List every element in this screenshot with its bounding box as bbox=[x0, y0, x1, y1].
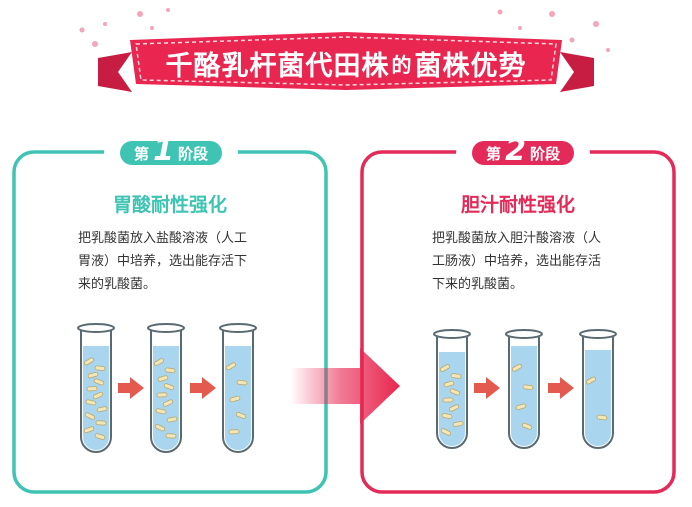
bacterium bbox=[164, 367, 176, 374]
bacterium bbox=[86, 386, 98, 392]
bacterium bbox=[441, 412, 453, 420]
tube-glass bbox=[222, 328, 254, 453]
bacterium bbox=[448, 404, 460, 412]
bacterium bbox=[94, 433, 106, 440]
bacterium bbox=[166, 416, 178, 423]
bacterium bbox=[155, 408, 167, 415]
bacterium bbox=[521, 422, 533, 430]
test-tube bbox=[147, 323, 185, 453]
bacterium bbox=[522, 384, 534, 391]
bacterium bbox=[85, 399, 97, 406]
stage-2-title: 胆汁耐性强化 bbox=[460, 194, 575, 216]
bacterium bbox=[226, 362, 236, 371]
bacterium bbox=[163, 383, 175, 391]
stage-2-description: 把乳酸菌放入胆汁酸溶液（人 工肠液）中培养，选出能存活 下来的乳酸菌。 bbox=[432, 227, 652, 296]
stage-2-label: 第 2 阶段 bbox=[456, 133, 590, 168]
tube-rim bbox=[433, 329, 471, 339]
stage-1-title: 胃酸耐性强化 bbox=[112, 194, 227, 216]
bacterium bbox=[450, 373, 462, 379]
tube-rim bbox=[505, 329, 543, 339]
stage-1-label-suffix: 阶段 bbox=[177, 144, 208, 163]
bacterium bbox=[442, 397, 454, 403]
bacterium bbox=[165, 433, 177, 439]
small-arrow bbox=[474, 377, 500, 399]
bacterium bbox=[84, 412, 96, 420]
bacterium bbox=[229, 395, 241, 403]
stage-1-description: 把乳酸菌放入盐酸溶液（人工 胃液）中培养，选出能存活下 来的乳酸菌。 bbox=[78, 227, 298, 296]
stage-2-desc-line-2: 工肠液）中培养，选出能存活 bbox=[432, 254, 602, 269]
test-tube bbox=[219, 323, 257, 453]
stage-2-number: 2 bbox=[505, 133, 526, 168]
tube-glass bbox=[436, 334, 468, 449]
stage-1-number: 1 bbox=[153, 133, 174, 168]
banner-right-tail bbox=[560, 52, 594, 92]
stage-2-label-prefix: 第 bbox=[486, 144, 502, 163]
bacterium bbox=[452, 421, 464, 427]
stage-1-desc-line-2: 胃液）中培养，选出能存活下 bbox=[78, 254, 248, 269]
stage-1-desc-line-3: 来的乳酸菌。 bbox=[78, 277, 157, 292]
stage-1-desc-line-1: 把乳酸菌放入盐酸溶液（人工 bbox=[78, 231, 248, 246]
test-tube bbox=[579, 329, 617, 449]
tube-rim bbox=[147, 323, 185, 333]
bacterium bbox=[154, 423, 166, 432]
banner-left-tail bbox=[98, 52, 132, 92]
stage-2-desc-line-1: 把乳酸菌放入胆汁酸溶液（人 bbox=[432, 231, 602, 246]
small-arrow bbox=[190, 377, 216, 399]
bacterium bbox=[440, 364, 450, 372]
bacterium bbox=[586, 376, 596, 385]
tube-glass bbox=[150, 328, 182, 453]
bacterium bbox=[93, 378, 105, 386]
stage-1-label-prefix: 第 bbox=[134, 144, 150, 163]
bacterium bbox=[84, 357, 94, 366]
bacterium bbox=[157, 375, 169, 382]
banner-title: 千酪乳杆菌代田株 的 菌株优势 bbox=[130, 40, 562, 86]
test-tube bbox=[433, 329, 471, 449]
bacterium bbox=[156, 392, 168, 398]
bacterium bbox=[96, 406, 108, 413]
bacterium bbox=[596, 414, 608, 421]
stage-1-label: 第 1 阶段 bbox=[104, 133, 238, 168]
tube-glass bbox=[80, 328, 112, 453]
banner-body bbox=[130, 32, 562, 90]
test-tube bbox=[505, 329, 543, 449]
bacterium bbox=[87, 371, 99, 379]
bacterium bbox=[515, 403, 527, 410]
banner-title-part3: 菌株优势 bbox=[414, 50, 527, 82]
test-tube bbox=[77, 323, 115, 453]
bacterium bbox=[235, 411, 247, 419]
bacterium bbox=[228, 429, 240, 435]
bacterium bbox=[236, 379, 248, 386]
banner-title-part2: 的 bbox=[391, 52, 413, 77]
title-banner bbox=[98, 32, 594, 92]
tube-glass bbox=[582, 334, 614, 449]
stage-2-desc-line-3: 下来的乳酸菌。 bbox=[432, 277, 524, 292]
tube-liquid bbox=[511, 346, 537, 446]
tube-liquid bbox=[585, 350, 611, 446]
tube-rim bbox=[77, 323, 115, 333]
bacterium bbox=[440, 428, 452, 436]
tube-rim bbox=[579, 329, 617, 339]
bacterium bbox=[83, 426, 95, 434]
big-transition-arrow bbox=[290, 348, 400, 424]
bacterium bbox=[94, 365, 106, 372]
bacterium bbox=[92, 391, 104, 400]
bacterium bbox=[449, 388, 461, 396]
stage-2-label-suffix: 阶段 bbox=[529, 144, 560, 163]
small-arrow bbox=[548, 377, 574, 399]
banner-title-part1: 千酪乳杆菌代田株 bbox=[165, 50, 390, 82]
bacterium bbox=[154, 358, 164, 367]
bacterium bbox=[95, 420, 107, 426]
tube-glass bbox=[508, 334, 540, 449]
small-arrow bbox=[118, 377, 144, 399]
bacterium bbox=[512, 363, 522, 372]
tube-rim bbox=[219, 323, 257, 333]
bacterium bbox=[443, 380, 455, 388]
bacterium bbox=[162, 399, 174, 407]
tubes-layer bbox=[77, 323, 617, 453]
